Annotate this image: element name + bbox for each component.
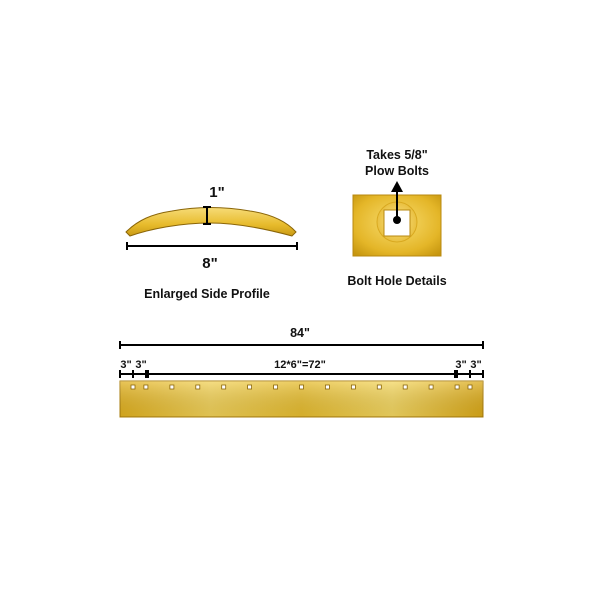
- bolt-note-line2: Plow Bolts: [365, 164, 429, 178]
- bolt-hole: [143, 384, 149, 390]
- side-profile-caption: Enlarged Side Profile: [144, 287, 270, 301]
- profile-shape: [125, 207, 297, 237]
- center-spacing-label: 12*6"=72": [274, 359, 326, 371]
- right-spacing-label-2: 3": [470, 359, 481, 371]
- overall-length-label: 84": [290, 326, 310, 340]
- bolt-hole: [169, 384, 175, 390]
- bolt-hole: [376, 384, 382, 390]
- left-spacing-label-2: 3": [135, 359, 146, 371]
- bolt-hole-detail: Takes 5/8" Plow Bolts Bolt Hole Details: [347, 148, 446, 288]
- bolt-hole-caption: Bolt Hole Details: [347, 274, 446, 288]
- blade-view: 84" 3" 3" 12*6"=72" 3" 3": [119, 326, 484, 418]
- right-spacing-label-1: 3": [455, 359, 466, 371]
- bolt-hole: [324, 384, 330, 390]
- spacing-ticks: [119, 370, 484, 378]
- side-profile: 1" 8" Enlarged Side Profile: [125, 184, 298, 301]
- bolt-hole: [130, 384, 136, 390]
- thickness-label: 1": [209, 184, 224, 201]
- left-spacing-label-1: 3": [120, 359, 131, 371]
- bolt-hole: [350, 384, 356, 390]
- bolt-hole: [247, 384, 253, 390]
- bolt-hole: [299, 384, 304, 390]
- bolt-leader-dot: [393, 216, 401, 224]
- bolt-note-line1: Takes 5/8": [366, 148, 427, 162]
- bolt-leader-arrowhead: [391, 181, 403, 192]
- bolt-hole: [402, 384, 408, 390]
- bolt-hole: [467, 384, 473, 390]
- width-label: 8": [202, 255, 217, 272]
- bolt-hole: [221, 384, 227, 390]
- blade-holes: [130, 384, 473, 390]
- bolt-hole: [454, 384, 460, 390]
- bolt-hole: [428, 384, 434, 390]
- bolt-hole: [273, 384, 279, 390]
- bolt-hole: [195, 384, 201, 390]
